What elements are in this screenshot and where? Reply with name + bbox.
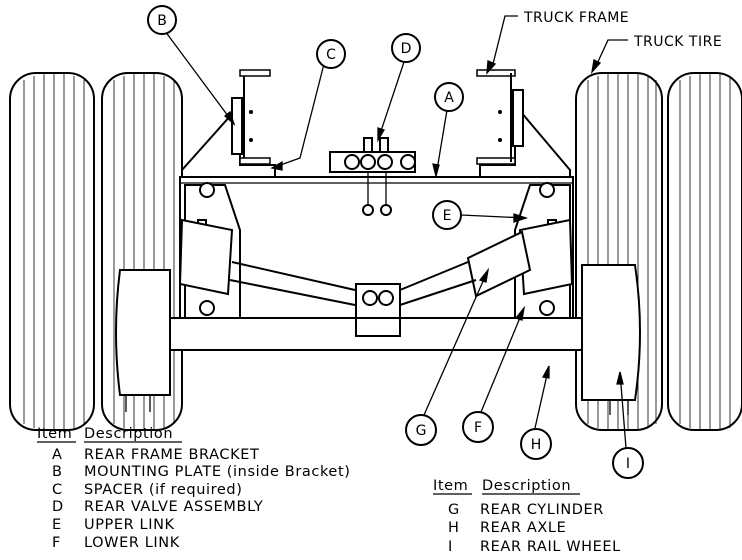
legend-desc-h: REAR AXLE xyxy=(480,520,566,536)
callout-a: A xyxy=(434,82,464,112)
rear-axle xyxy=(169,317,583,351)
callout-e: E xyxy=(432,200,462,230)
legend-left: Item Description A REAR FRAME BRACKET B … xyxy=(37,426,351,551)
svg-text:A: A xyxy=(444,90,454,106)
truck-frame-label: TRUCK FRAME xyxy=(523,10,629,26)
legend-item-g: G xyxy=(448,502,460,518)
legend-item-e: E xyxy=(52,517,62,533)
legend-left-item-header: Item xyxy=(37,426,72,442)
svg-text:G: G xyxy=(416,423,427,439)
left-outer-tire xyxy=(9,72,95,431)
legend-desc-e: UPPER LINK xyxy=(84,517,175,533)
legend-desc-b: MOUNTING PLATE (inside Bracket) xyxy=(84,464,351,480)
callout-d: D xyxy=(391,33,421,63)
legend-desc-c: SPACER (if required) xyxy=(84,482,242,498)
legend-item-d: D xyxy=(52,499,64,515)
leader-lines xyxy=(161,15,628,449)
callout-g: G xyxy=(405,414,437,446)
callout-f: F xyxy=(462,411,494,443)
legend-left-desc-header: Description xyxy=(84,426,173,442)
truck-frame-right-channel xyxy=(476,69,524,165)
right-rear-rail-wheel xyxy=(581,264,641,415)
left-rear-rail-wheel xyxy=(115,269,171,412)
legend-item-h: H xyxy=(448,520,460,536)
legend-item-a: A xyxy=(52,447,63,463)
svg-text:H: H xyxy=(531,437,542,453)
rear-valve-assembly xyxy=(329,137,416,216)
left-rear-cylinder xyxy=(178,218,356,306)
legend-desc-a: REAR FRAME BRACKET xyxy=(84,447,259,463)
legend-desc-f: LOWER LINK xyxy=(84,535,180,551)
callout-h: H xyxy=(520,428,552,460)
legend-item-i: I xyxy=(448,539,453,555)
legend-right-desc-header: Description xyxy=(482,478,571,494)
svg-text:B: B xyxy=(157,13,167,29)
legend-item-f: F xyxy=(52,535,61,551)
truck-tire-label: TRUCK TIRE xyxy=(633,34,722,50)
legend-right: Item Description G REAR CYLINDER H REAR … xyxy=(433,478,621,555)
legend-desc-g: REAR CYLINDER xyxy=(480,502,604,518)
callout-b: B xyxy=(147,5,177,35)
legend-right-item-header: Item xyxy=(433,478,468,494)
right-outer-tire xyxy=(667,72,742,431)
svg-text:I: I xyxy=(626,456,630,472)
svg-text:F: F xyxy=(474,420,482,436)
legend-item-b: B xyxy=(52,464,63,480)
legend-item-c: C xyxy=(52,482,63,498)
svg-text:C: C xyxy=(326,47,336,63)
callout-c: C xyxy=(316,39,346,69)
legend-desc-i: REAR RAIL WHEEL xyxy=(480,539,621,555)
svg-text:D: D xyxy=(401,41,412,57)
callout-i: I xyxy=(612,447,644,479)
svg-text:E: E xyxy=(443,208,452,224)
legend-desc-d: REAR VALVE ASSEMBLY xyxy=(84,499,263,515)
truck-frame-left-channel xyxy=(231,69,271,165)
